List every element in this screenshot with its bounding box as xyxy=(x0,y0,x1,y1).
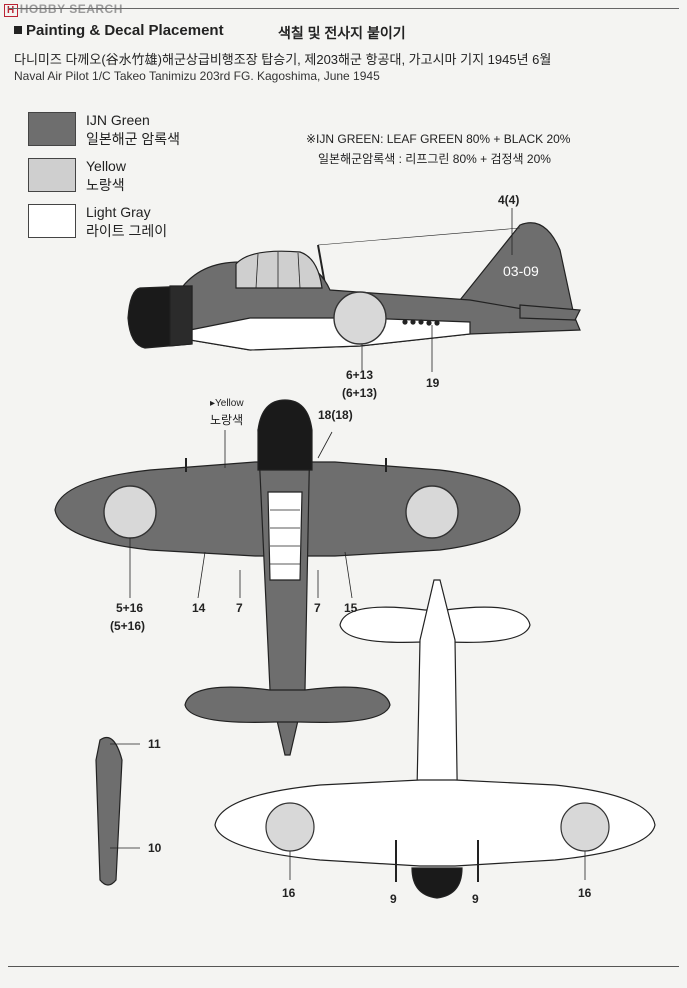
legend-ijn-green-kr: 일본해군 암록색 xyxy=(86,131,181,147)
watermark-text: HOBBY SEARCH xyxy=(19,2,123,16)
callout-7-left: 7 xyxy=(236,601,243,615)
pilot-info-en: Naval Air Pilot 1/C Takeo Tanimizu 203rd… xyxy=(14,69,380,83)
swatch-yellow xyxy=(28,158,76,192)
yellow-note-kr: 노랑색 xyxy=(210,413,244,427)
page-title-kr: 색칠 및 전사지 붙이기 xyxy=(278,25,406,41)
swatch-ijn-green xyxy=(28,112,76,146)
bullet-icon xyxy=(14,26,22,34)
legend-light-gray: Light Gray 라이트 그레이 xyxy=(86,203,167,241)
callout-18: 18(18) xyxy=(318,408,353,422)
callout-6-13: 6+13 xyxy=(346,368,374,382)
legend-yellow: Yellow 노랑색 xyxy=(86,157,126,195)
legend-light-gray-kr: 라이트 그레이 xyxy=(86,223,168,239)
propeller-blade xyxy=(95,736,140,886)
callout-6-13-alt: (6+13) xyxy=(342,386,378,400)
mix-note-en: ※IJN GREEN: LEAF GREEN 80% + BLACK 20% xyxy=(306,132,571,146)
legend-ijn-green-en: IJN Green xyxy=(86,112,150,128)
watermark-logo: H xyxy=(4,4,18,17)
callout-19: 19 xyxy=(426,376,440,390)
legend-light-gray-en: Light Gray xyxy=(86,204,151,220)
callout-16-right: 16 xyxy=(578,886,592,900)
callout-9-right: 9 xyxy=(472,892,479,906)
top-view xyxy=(54,399,521,756)
bottom-rule xyxy=(8,966,679,967)
page-title-text: Painting & Decal Placement xyxy=(26,22,224,39)
legend-yellow-kr: 노랑색 xyxy=(86,177,125,193)
header-rule xyxy=(8,8,679,9)
callout-5-16: 5+16 xyxy=(116,601,144,615)
side-view: 03-09 xyxy=(127,208,581,372)
callout-16-left: 16 xyxy=(282,886,296,900)
callout-15: 15 xyxy=(344,601,358,615)
swatch-light-gray xyxy=(28,204,76,238)
tail-code: 03-09 xyxy=(503,263,539,279)
yellow-note-en: ▸Yellow xyxy=(210,398,244,409)
callout-14: 14 xyxy=(192,601,206,615)
legend-ijn-green: IJN Green 일본해군 암록색 xyxy=(86,111,180,149)
mix-note-kr: 일본해군암록색 : 리프그린 80% + 검정색 20% xyxy=(318,152,551,166)
callout-9-left: 9 xyxy=(390,892,397,906)
callout-4: 4(4) xyxy=(498,193,520,207)
legend-yellow-en: Yellow xyxy=(86,158,126,174)
callout-5-16-alt: (5+16) xyxy=(110,619,146,633)
pilot-info-kr: 다니미즈 다께오(谷水竹雄)해군상급비행조장 탑승기, 제203해군 항공대, … xyxy=(14,52,552,67)
page-title: Painting & Decal Placement xyxy=(14,22,224,39)
callout-10: 10 xyxy=(148,841,162,855)
callout-11: 11 xyxy=(148,737,161,751)
callout-7-right: 7 xyxy=(314,601,321,615)
underside-view xyxy=(214,579,656,899)
